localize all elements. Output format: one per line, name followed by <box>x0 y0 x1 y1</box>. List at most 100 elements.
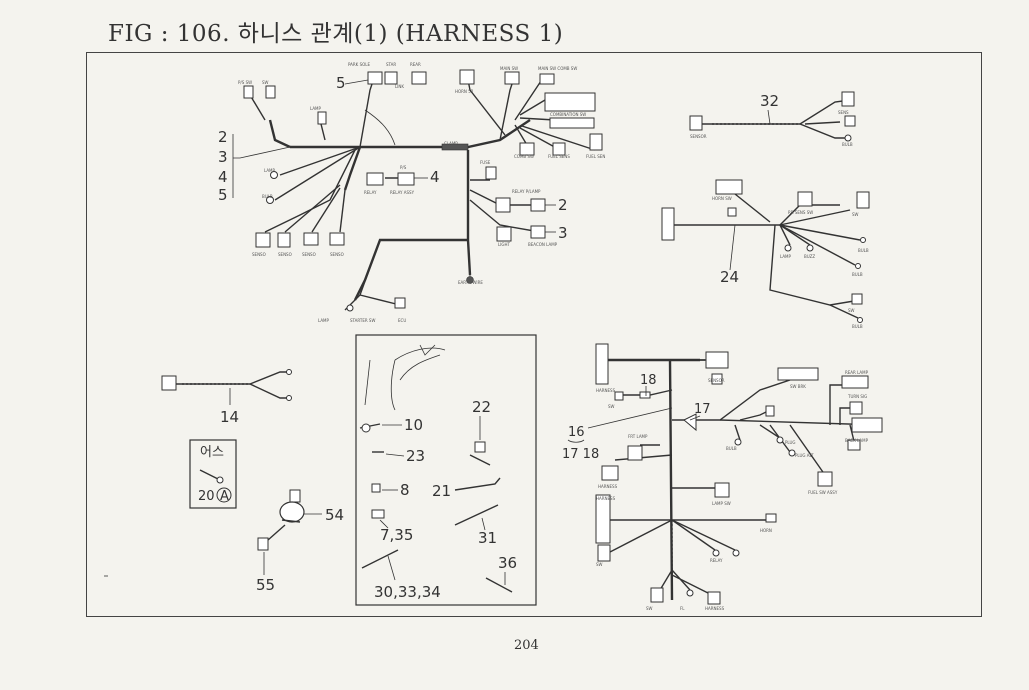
svg-text:FL: FL <box>680 606 685 611</box>
svg-text:BACK LAMP: BACK LAMP <box>845 438 869 443</box>
callout-14: 14 <box>220 408 239 426</box>
svg-text:RELAY ASSY: RELAY ASSY <box>390 190 415 195</box>
svg-text:CLAMP: CLAMP <box>444 141 458 146</box>
svg-text:COMBINATION SW: COMBINATION SW <box>550 112 586 117</box>
svg-text:HARNESS: HARNESS <box>596 496 616 501</box>
callout-32: 32 <box>760 92 779 110</box>
callout-5: 5 <box>218 186 228 204</box>
callout-54: 54 <box>325 506 344 524</box>
svg-text:LAMP: LAMP <box>264 168 276 173</box>
svg-text:REAR LAMP: REAR LAMP <box>845 370 869 375</box>
callout-30-33-34: 30,33,34 <box>374 583 441 601</box>
svg-text:SENSO: SENSO <box>252 252 266 257</box>
svg-text:SENSOR: SENSOR <box>690 134 707 139</box>
callout-24: 24 <box>720 268 739 286</box>
svg-text:RELAY P/LAMP: RELAY P/LAMP <box>512 189 541 194</box>
svg-text:BEACON LAMP: BEACON LAMP <box>528 242 558 247</box>
svg-text:EARTH WIRE: EARTH WIRE <box>458 280 483 285</box>
svg-text:SW: SW <box>848 308 855 313</box>
callout-17-18: 17 18 <box>562 447 599 462</box>
svg-text:SW: SW <box>608 404 615 409</box>
svg-text:LINK: LINK <box>395 84 404 89</box>
svg-text:SENSO: SENSO <box>302 252 316 257</box>
svg-text:SW: SW <box>852 212 859 217</box>
callout-4b: 4 <box>430 168 440 186</box>
page-number: 204 <box>514 638 539 653</box>
svg-text:HORN SW: HORN SW <box>712 196 732 201</box>
svg-text:HARNESS: HARNESS <box>598 484 618 489</box>
svg-text:LAMP: LAMP <box>780 254 792 259</box>
callout-8: 8 <box>400 481 410 499</box>
earth-box-20a: 어스 20 A <box>189 439 237 509</box>
svg-text:STAR: STAR <box>386 62 396 67</box>
callout-22: 22 <box>472 398 491 416</box>
svg-text:BULB: BULB <box>842 142 853 147</box>
callout-21: 21 <box>432 482 451 500</box>
figure-title: FIG : 106. 하니스 관계(1) (HARNESS 1) <box>108 21 564 47</box>
callout-7-35: 7,35 <box>380 526 413 544</box>
earth-part-number: 20 <box>198 489 215 504</box>
svg-text:LAMP: LAMP <box>318 318 330 323</box>
parts-54-55: 54 55 <box>256 489 344 594</box>
callout-2: 2 <box>218 128 228 146</box>
svg-text:PLUG ALT: PLUG ALT <box>795 453 814 458</box>
svg-text:PLUG: PLUG <box>785 440 795 445</box>
callout-55: 55 <box>256 576 275 594</box>
svg-text:TURN SIG: TURN SIG <box>847 394 867 399</box>
svg-text:BUZZ: BUZZ <box>804 254 815 259</box>
svg-text:HARNESS: HARNESS <box>596 388 616 393</box>
svg-text:BULB: BULB <box>726 446 737 451</box>
callout-3b: 3 <box>558 224 568 242</box>
svg-text:BULB: BULB <box>852 272 863 277</box>
svg-text:RELAY: RELAY <box>364 190 377 195</box>
svg-text:MAIN SW: MAIN SW <box>500 66 518 71</box>
svg-text:SW: SW <box>646 606 653 611</box>
callout-5b: 5 <box>336 74 346 92</box>
svg-text:HORN 5P: HORN 5P <box>455 89 474 94</box>
earth-circled-letter: A <box>220 489 229 504</box>
svg-text:ECU: ECU <box>398 318 406 323</box>
svg-text:SW: SW <box>596 562 603 567</box>
svg-text:FUSE: FUSE <box>480 160 491 165</box>
harness-32: 32 SENSOR SENS BULB <box>689 91 856 147</box>
svg-text:HARNESS: HARNESS <box>705 606 725 611</box>
svg-text:SW BRK: SW BRK <box>790 384 806 389</box>
svg-text:MAIN SW COMB SW: MAIN SW COMB SW <box>538 66 577 71</box>
harness-14: 14 <box>161 369 292 426</box>
callout-23: 23 <box>406 447 425 465</box>
svg-text:FUEL SENS: FUEL SENS <box>548 154 570 159</box>
svg-text:LAMP: LAMP <box>310 106 322 111</box>
svg-text:P/S: P/S <box>400 165 407 170</box>
harness-16-17-18: HARNESS SW SENSOR SW BRK REAR LAMP TURN … <box>562 343 883 611</box>
svg-text:BULB: BULB <box>858 248 869 253</box>
callout-16: 16 <box>568 425 585 440</box>
callout-18: 18 <box>640 373 657 388</box>
svg-text:FUEL SW ASSY: FUEL SW ASSY <box>808 490 838 495</box>
main-harness-top-left: P/S SW SW LAMP PARK SOLE STAR REAR LINK … <box>218 62 605 323</box>
callout-4: 4 <box>218 168 228 186</box>
callout-17: 17 <box>694 402 711 417</box>
svg-text:FRT LAMP: FRT LAMP <box>628 434 648 439</box>
earth-label: 어스 <box>200 445 224 460</box>
callout-2b: 2 <box>558 196 568 214</box>
callout-31: 31 <box>478 529 497 547</box>
callout-10: 10 <box>404 416 423 434</box>
svg-text:STARTER SW: STARTER SW <box>350 318 375 323</box>
svg-text:HORN: HORN <box>760 528 772 533</box>
svg-text:FUEL SEN: FUEL SEN <box>586 154 605 159</box>
callout-3: 3 <box>218 148 228 166</box>
svg-text:SW: SW <box>262 80 269 85</box>
svg-text:REAR: REAR <box>410 62 421 67</box>
diagram-frame <box>86 52 982 617</box>
svg-text:SENSOR: SENSOR <box>708 378 725 383</box>
svg-text:BULB: BULB <box>262 194 273 199</box>
svg-text:RR SENS SW: RR SENS SW <box>788 210 813 215</box>
svg-text:SENSO: SENSO <box>278 252 292 257</box>
harness-24: 24 HORN SW RR SENS SW SW LAMP BUZZ BULB … <box>661 179 870 329</box>
svg-text:RELAY: RELAY <box>710 558 723 563</box>
svg-text:P/S SW: P/S SW <box>238 80 252 85</box>
svg-text:SENS: SENS <box>838 110 849 115</box>
callout-36: 36 <box>498 554 517 572</box>
